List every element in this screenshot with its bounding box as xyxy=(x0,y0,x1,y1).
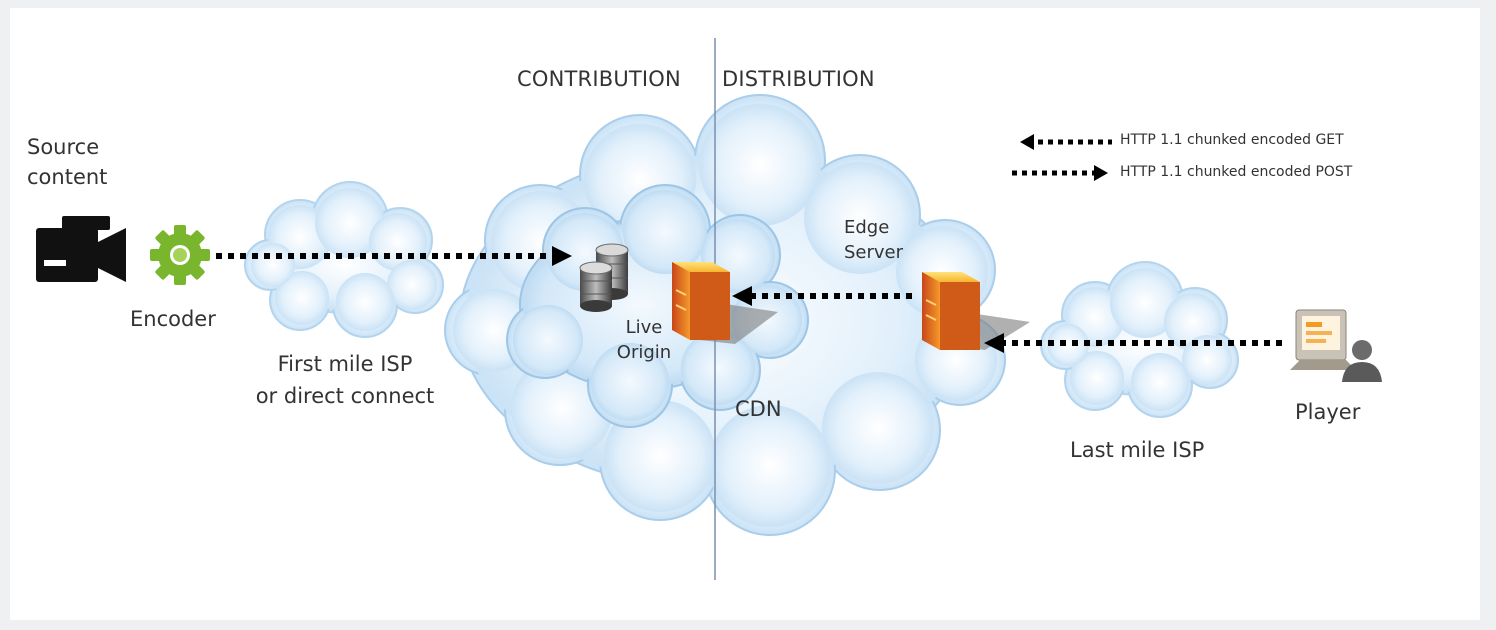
arrowhead-left xyxy=(984,333,1004,353)
contribution-header: CONTRIBUTION xyxy=(517,67,681,91)
live-origin-line2: Origin xyxy=(616,341,672,363)
arrowhead-right xyxy=(552,246,572,266)
flow-arrows xyxy=(216,253,1282,346)
encoder-label: Encoder xyxy=(130,307,216,331)
legend-get-label: HTTP 1.1 chunked encoded GET xyxy=(1120,132,1344,148)
cdn-label: CDN xyxy=(735,397,782,421)
server-icon xyxy=(672,262,778,344)
live-origin-line1: Live xyxy=(625,317,663,338)
edge-server-label: Edge Server xyxy=(844,217,904,263)
player-label: Player xyxy=(1295,400,1361,424)
legend xyxy=(1012,134,1112,181)
edge-server-line2: Server xyxy=(844,241,904,263)
first-mile-line2: or direct connect xyxy=(255,384,435,409)
arrowhead-left xyxy=(732,286,752,306)
first-mile-label: First mile ISP or direct connect xyxy=(240,352,450,408)
source-content-label: Source content xyxy=(27,135,107,189)
database-icon xyxy=(579,243,629,312)
source-label-line2: content xyxy=(27,165,108,190)
player-monitor-icon xyxy=(1290,309,1382,382)
video-camera-icon xyxy=(36,216,126,282)
gear-icon xyxy=(150,225,210,285)
live-origin-label: Live Origin xyxy=(606,317,682,363)
first-mile-line1: First mile ISP xyxy=(277,352,413,376)
last-mile-label: Last mile ISP xyxy=(1070,438,1205,462)
legend-post-label: HTTP 1.1 chunked encoded POST xyxy=(1120,164,1353,180)
edge-server-line1: Edge xyxy=(844,217,890,238)
distribution-header: DISTRIBUTION xyxy=(722,67,875,91)
source-label-line1: Source xyxy=(27,135,100,159)
server-icon xyxy=(922,272,1030,350)
